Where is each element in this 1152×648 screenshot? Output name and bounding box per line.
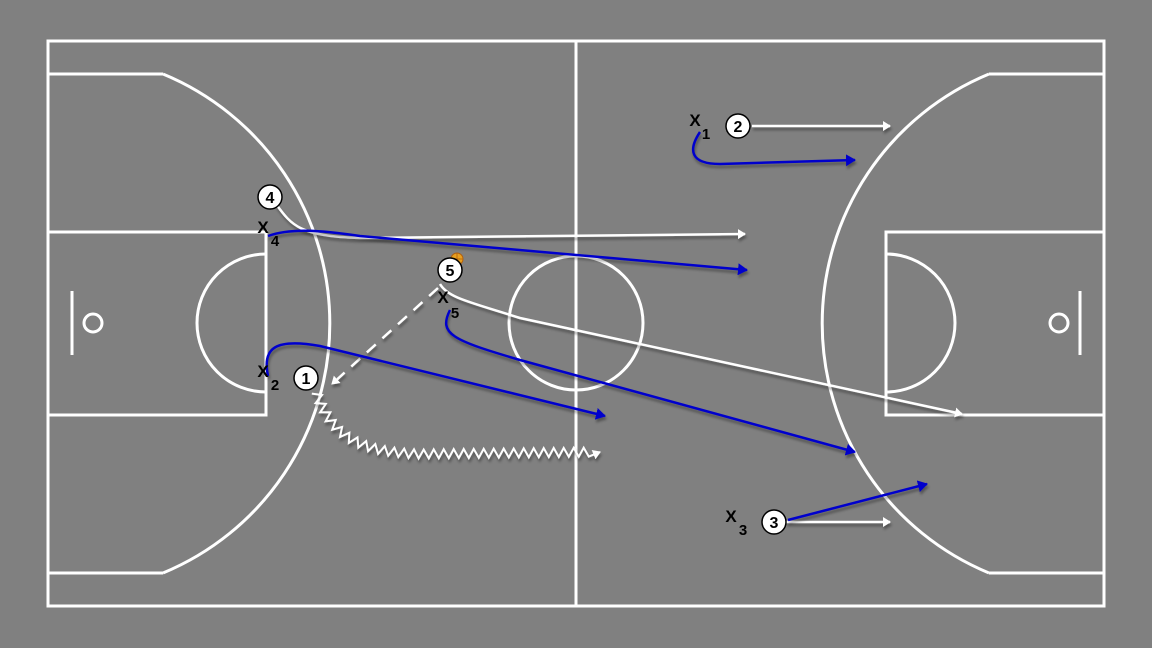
defender-x1-sub: 1 — [702, 126, 710, 143]
left-hoop — [82, 312, 104, 334]
defender-x3-mark: X — [725, 507, 737, 526]
offense-player-3: 3 — [761, 509, 787, 535]
defense-path-x2 — [265, 342, 606, 420]
court-lines — [46, 39, 1106, 608]
dribble-path-1 — [311, 392, 601, 461]
right-three-point-arc — [820, 72, 990, 575]
offense-player-2-number: 2 — [734, 119, 743, 136]
defender-x3-sub: 3 — [739, 522, 747, 539]
defender-x2-sub: 2 — [271, 377, 279, 394]
offense-player-4-number: 4 — [266, 190, 275, 207]
offense-player-2: 2 — [725, 113, 751, 139]
defense-path-x3 — [787, 480, 928, 522]
defender-x5-mark: X — [437, 288, 449, 307]
defender-x2-mark: X — [257, 362, 269, 381]
defense-path-x5 — [444, 309, 856, 456]
defender-x5: X 5 — [437, 288, 459, 322]
right-key — [884, 230, 1106, 417]
left-key — [46, 230, 268, 417]
offense-player-5-number: 5 — [446, 263, 455, 280]
defender-x1: X 1 — [689, 111, 710, 143]
defender-x4: X 4 — [257, 218, 280, 250]
left-free-throw-circle — [195, 252, 267, 394]
pass-path-5-to-1 — [331, 287, 439, 385]
defense-path-x1 — [691, 131, 856, 167]
defender-x4-sub: 4 — [271, 233, 280, 250]
offense-player-1-number: 1 — [302, 371, 311, 388]
right-free-throw-circle — [885, 252, 957, 394]
defender-x4-mark: X — [257, 218, 269, 237]
left-three-point-arc — [162, 72, 332, 575]
defense-paths — [265, 131, 928, 522]
defender-x1-mark: X — [689, 111, 701, 130]
cut-path-5 — [438, 283, 963, 418]
defender-x5-sub: 5 — [451, 305, 459, 322]
defender-x2: X 2 — [257, 362, 279, 394]
offense-player-5: 5 — [437, 257, 463, 283]
right-hoop — [1048, 312, 1070, 334]
defense-path-x4 — [267, 229, 748, 276]
defender-x3: X 3 — [725, 507, 747, 539]
offense-player-3-number: 3 — [770, 515, 779, 532]
offense-player-4: 4 — [257, 184, 283, 210]
offense-player-1: 1 — [293, 365, 319, 391]
